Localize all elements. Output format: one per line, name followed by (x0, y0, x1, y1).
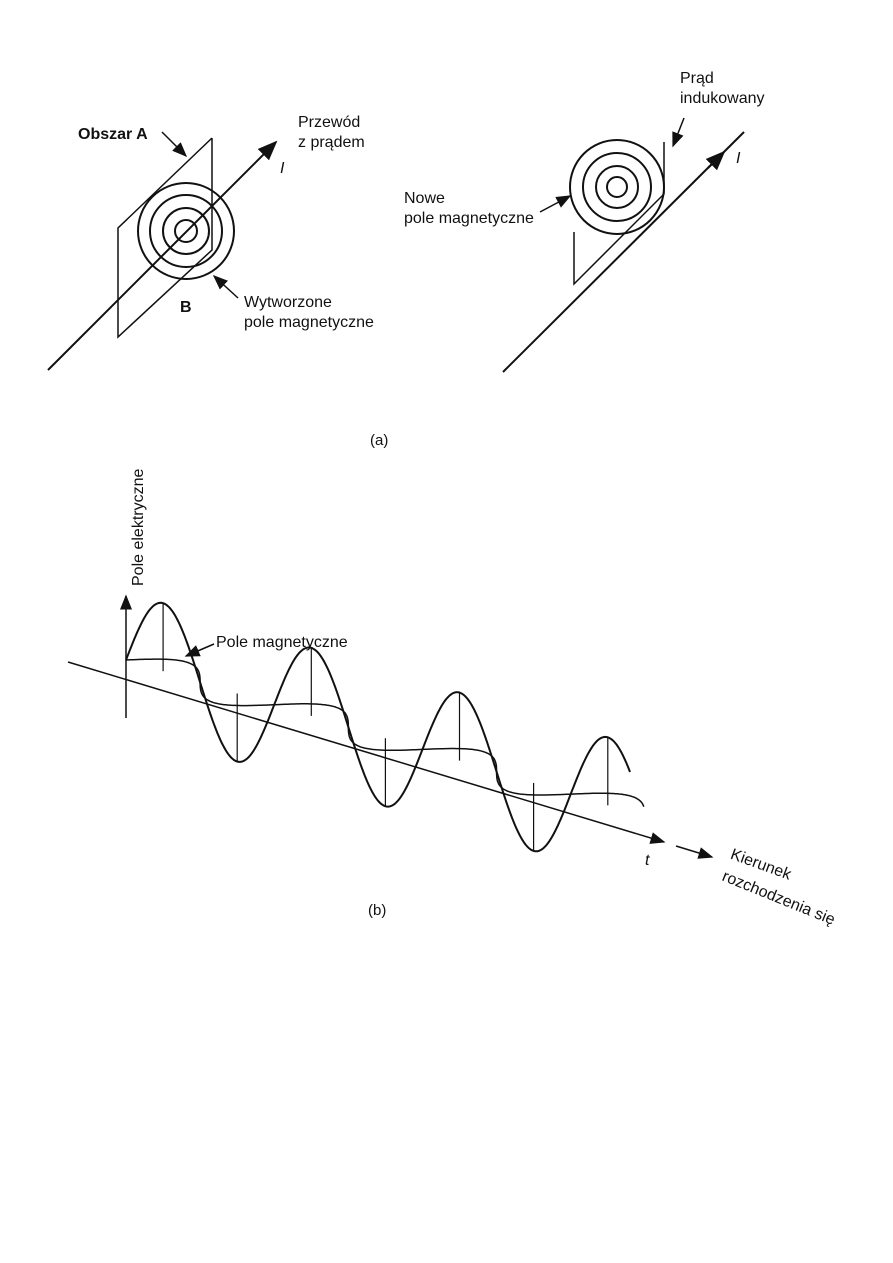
propagation-axis (67, 661, 666, 844)
area-a-label: Obszar A (78, 126, 148, 143)
field-circle-3 (162, 207, 210, 255)
current-symbol-left: I (280, 160, 285, 177)
electric-field-label: Pole elektryczne (130, 468, 147, 586)
induced-label-line1: Prąd (680, 70, 714, 87)
caption-b: (b) (368, 902, 387, 919)
current-wire-left (47, 140, 278, 371)
new-field-pointer-arrow (539, 195, 572, 213)
new-field-circle-2 (582, 152, 652, 222)
magnetic-pointer-arrow (184, 643, 215, 657)
current-symbol-right: I (736, 150, 741, 167)
field-circle-1 (137, 182, 235, 280)
propagation-direction-arrow (675, 845, 714, 859)
new-field-circle-1 (569, 139, 665, 235)
field-symbol-b: B (180, 299, 192, 316)
electric-field-wave (125, 601, 631, 853)
new-field-label-line2: pole magnetyczne (404, 210, 534, 227)
magnetic-field-wave (125, 658, 645, 807)
current-direction-arrow (705, 150, 726, 171)
wire-left-diagram (47, 131, 278, 371)
new-field-circle-3 (595, 165, 639, 209)
field-pointer-arrow (212, 274, 239, 299)
induced-current-diagram (502, 117, 745, 373)
wire-label-line1: Przewód (298, 114, 361, 131)
new-field-label-line1: Nowe (404, 190, 445, 207)
field-label-line1: Wytworzone (244, 294, 332, 311)
area-a-plane (117, 137, 213, 339)
em-wave-diagram (67, 594, 714, 859)
induced-pointer-arrow (672, 117, 685, 148)
current-wire-right (502, 131, 745, 373)
electric-field-vectors (162, 603, 609, 851)
new-field-circle-4 (606, 176, 628, 198)
wire-label-line2: z prądem (298, 134, 365, 151)
induced-label-line2: indukowany (680, 90, 765, 107)
field-circle-2 (149, 194, 223, 268)
area-pointer-arrow (161, 131, 188, 158)
field-circle-4 (174, 219, 198, 243)
caption-a: (a) (370, 432, 389, 449)
field-label-line2: pole magnetyczne (244, 314, 374, 331)
magnetic-field-label: Pole magnetyczne (216, 634, 348, 651)
induced-current-loop (573, 142, 665, 286)
time-symbol: t (645, 852, 650, 869)
